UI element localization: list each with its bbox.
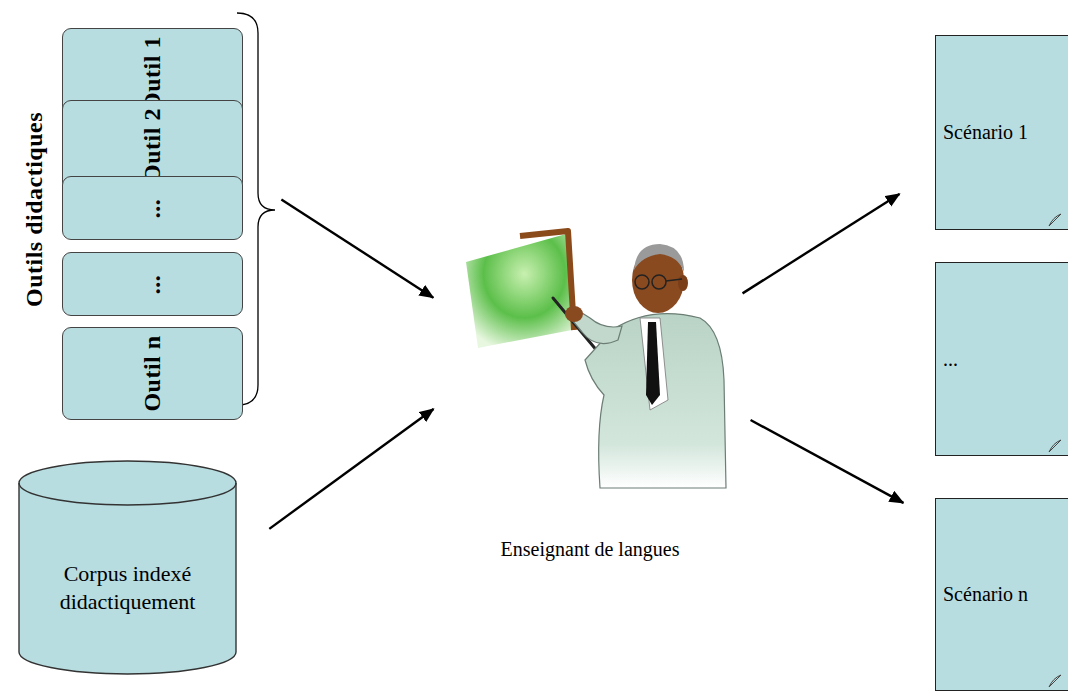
tool-box: ... (62, 176, 243, 240)
page-fold (1048, 439, 1062, 453)
page-fold-line (1049, 675, 1061, 687)
tool-box: ... (62, 252, 243, 316)
corpus-cylinder: Corpus indexé didactiquement (18, 460, 237, 675)
tool-group: Outil 1Outil 2......Outil nOutils didact… (18, 13, 278, 405)
node-label: ... (139, 198, 166, 218)
glasses (635, 275, 649, 289)
page-fold-line (1049, 440, 1061, 452)
cylinder-rim (19, 483, 236, 505)
cylinder-body (19, 461, 236, 674)
teacher-illustration (466, 231, 726, 488)
node-label: Outil 2 (139, 108, 166, 183)
flow-arrow (269, 409, 433, 529)
scenario-document: Scénario n (935, 498, 1068, 691)
scenario-document: ... (935, 262, 1068, 456)
node-label: Scénario n (943, 583, 1028, 606)
tool-box: Outil n (62, 327, 243, 420)
group-title: Outils didactiques (22, 111, 49, 306)
node-label: Outil n (139, 335, 166, 411)
flow-arrow (751, 420, 904, 503)
node-label: ... (943, 348, 958, 371)
glasses-arm (666, 279, 682, 281)
node-label: Corpus indexé didactiquement (60, 560, 196, 615)
figure-caption: Enseignant de langues (501, 538, 680, 561)
hair (634, 244, 684, 272)
page-fold (1048, 213, 1062, 227)
hand (565, 306, 583, 322)
tie (646, 322, 660, 405)
teacher-figure: Enseignant de langues (440, 230, 740, 565)
page-fold (1048, 674, 1062, 688)
shirt (640, 318, 668, 410)
page-fold-line (1049, 214, 1061, 226)
ear (678, 275, 688, 291)
glasses (652, 275, 666, 289)
node-label: ... (139, 274, 166, 294)
flow-arrow (743, 194, 900, 293)
board (466, 234, 572, 348)
vertical-label-holder: Outils didactiques (18, 13, 52, 405)
scenario-document: Scénario 1 (935, 35, 1068, 230)
node-label: Scénario 1 (943, 121, 1028, 144)
flow-arrow (281, 199, 433, 297)
